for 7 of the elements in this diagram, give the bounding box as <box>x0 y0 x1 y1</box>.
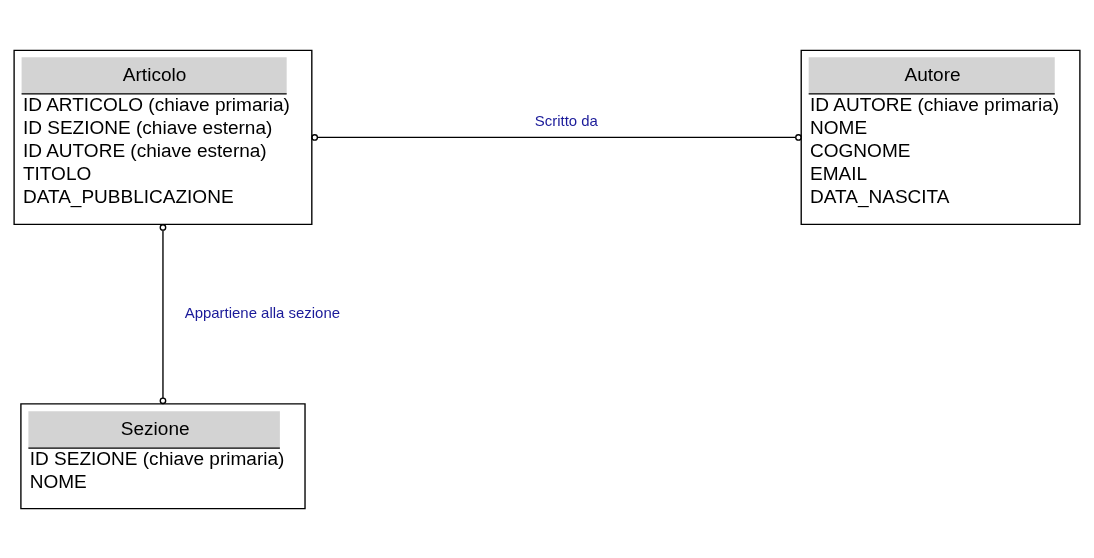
edge-label: Scritto da <box>534 111 598 129</box>
node-box: Sezione ID SEZIONE (chiave primaria) NOME <box>20 402 306 509</box>
edge-label: Appartiene alla sezione <box>184 303 341 321</box>
node-box: Articolo ID ARTICOLO (chiave primaria) ID SEZIONE (chiave esterna) ID AUTORE (chiave esterna) TITOLO DATA_PUBBLICAZIONE <box>13 49 313 225</box>
node-box: Autore ID AUTORE (chiave primaria) NOME COGNOME EMAIL DATA_NASCITA <box>800 49 1081 225</box>
connector <box>159 223 167 404</box>
connector <box>311 133 802 141</box>
